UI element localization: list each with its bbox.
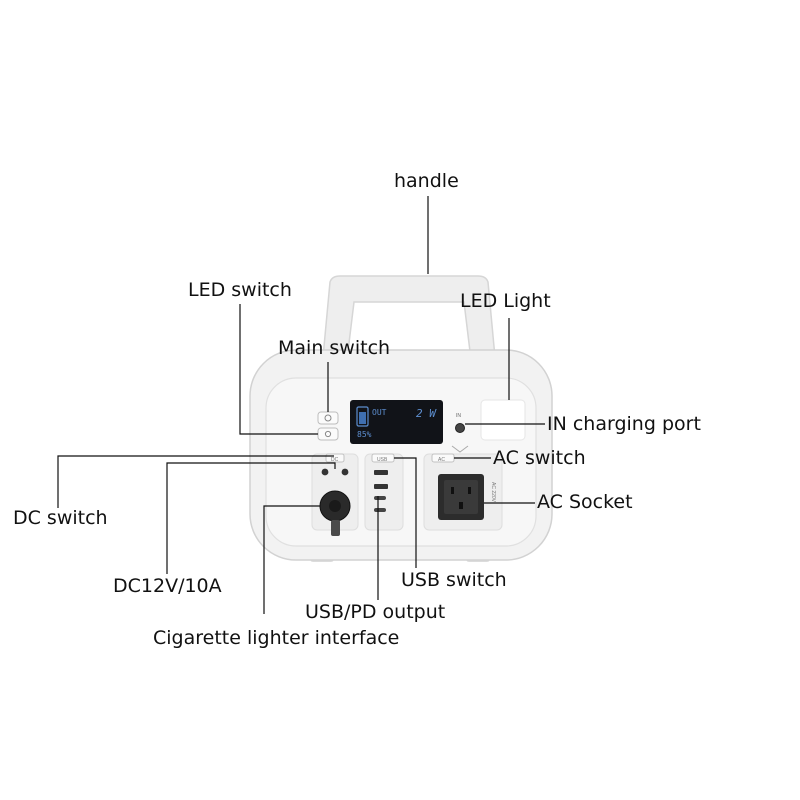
in-port-label: IN [456, 413, 461, 419]
label-usb-pd-output: USB/PD output [305, 601, 446, 623]
lcd-watts-text: 2 W [416, 407, 437, 420]
lcd-display [350, 400, 443, 444]
label-led-light: LED Light [460, 290, 551, 312]
usb-a-port-2[interactable] [374, 484, 388, 489]
power-icon [324, 414, 332, 422]
label-usb-switch: USB switch [401, 569, 507, 591]
leader-led-switch [239, 304, 318, 435]
usb-panel [364, 453, 404, 531]
usb-a-port-1[interactable] [374, 470, 388, 475]
leader-dc-switch [57, 455, 334, 508]
main-switch-button[interactable] [317, 411, 339, 425]
ac-pin-bottom [459, 502, 463, 509]
cigarette-cap-tab [331, 520, 340, 536]
label-handle: handle [394, 170, 459, 192]
dc-button-label: DC [331, 457, 339, 463]
dc5521-port-right[interactable] [341, 468, 349, 476]
usb-c-port-1[interactable] [374, 496, 386, 500]
leader-dc12v [166, 462, 336, 574]
dc5521-port-left[interactable] [321, 468, 329, 476]
bulb-icon [324, 430, 332, 438]
in-charging-port[interactable] [455, 423, 465, 433]
lcd-percent-text: 85% [357, 430, 372, 439]
label-cigarette-lighter: Cigarette lighter interface [153, 627, 400, 649]
leader-usb-switch [394, 457, 417, 568]
ac-pin-right [468, 487, 471, 494]
battery-fill [359, 412, 366, 424]
label-ac-socket: AC Socket [537, 491, 633, 513]
battery-icon [356, 406, 369, 427]
lcd-out-text: OUT [372, 408, 387, 417]
cigarette-lighter-center [329, 500, 341, 512]
ac-button-label: AC [438, 457, 445, 463]
label-main-switch: Main switch [278, 337, 391, 359]
usb-button-label: USB [377, 457, 388, 463]
label-dc-switch: DC switch [13, 507, 108, 529]
label-led-switch: LED switch [188, 279, 292, 301]
ac-rating-label: AC 220V [490, 482, 496, 503]
leader-lines [57, 196, 545, 614]
led-switch-button[interactable] [317, 427, 339, 441]
label-ac-switch: AC switch [493, 447, 586, 469]
ac-pin-left [451, 487, 454, 494]
leader-cigarette [263, 505, 320, 614]
label-dc12v: DC12V/10A [113, 575, 222, 597]
led-light [480, 399, 526, 441]
mode-chevron-icon [451, 445, 469, 453]
label-in-charging-port: IN charging port [547, 413, 701, 435]
usb-c-port-2[interactable] [374, 508, 386, 512]
